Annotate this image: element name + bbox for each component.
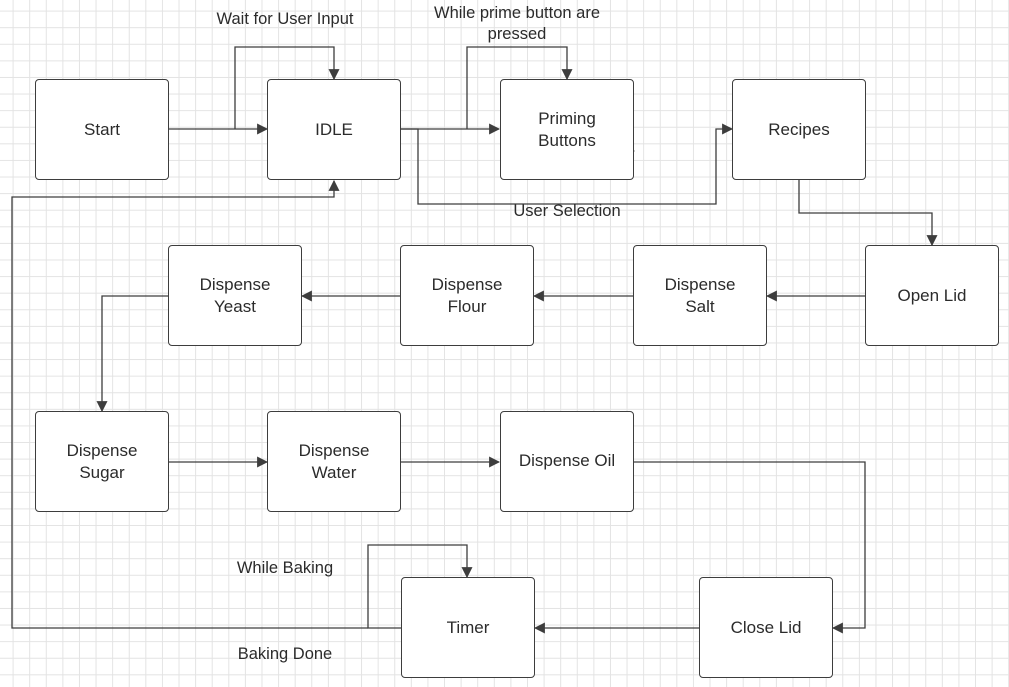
start-node: Start [35,79,169,180]
timer-node: Timer [401,577,535,678]
while-baking-label: While Baking [236,559,334,577]
recipes-node: Recipes [732,79,866,180]
dispense-oil-node: Dispense Oil [500,411,634,512]
wait-for-user-input-label: Wait for User Input [216,10,354,28]
edge-idle-to-recipes [401,123,734,205]
while-prime-pressed-label: While prime button are pressed [434,4,600,43]
dispense-flour-node: Dispense Flour [400,245,534,346]
close-lid-node: Close Lid [699,577,833,678]
edge-idle-self-loop [234,46,340,129]
edge-timer-to-idle [11,179,368,629]
edge-timer-self-loop [367,544,473,629]
dispense-yeast-node: Dispense Yeast [168,245,302,346]
edge-yeast-to-sugar [96,295,168,413]
edge-oil-to-close-lid [634,461,866,634]
edge-priming-self-loop [466,46,573,129]
dispense-sugar-node: Dispense Sugar [35,411,169,512]
edge-recipes-to-open-lid [798,180,938,247]
user-selection-label: User Selection [513,202,621,220]
dispense-water-node: Dispense Water [267,411,401,512]
baking-done-label: Baking Done [237,645,333,663]
idle-node: IDLE [267,79,401,180]
open-lid-node: Open Lid [865,245,999,346]
priming-buttons-node: Priming Buttons [500,79,634,180]
dispense-salt-node: Dispense Salt [633,245,767,346]
